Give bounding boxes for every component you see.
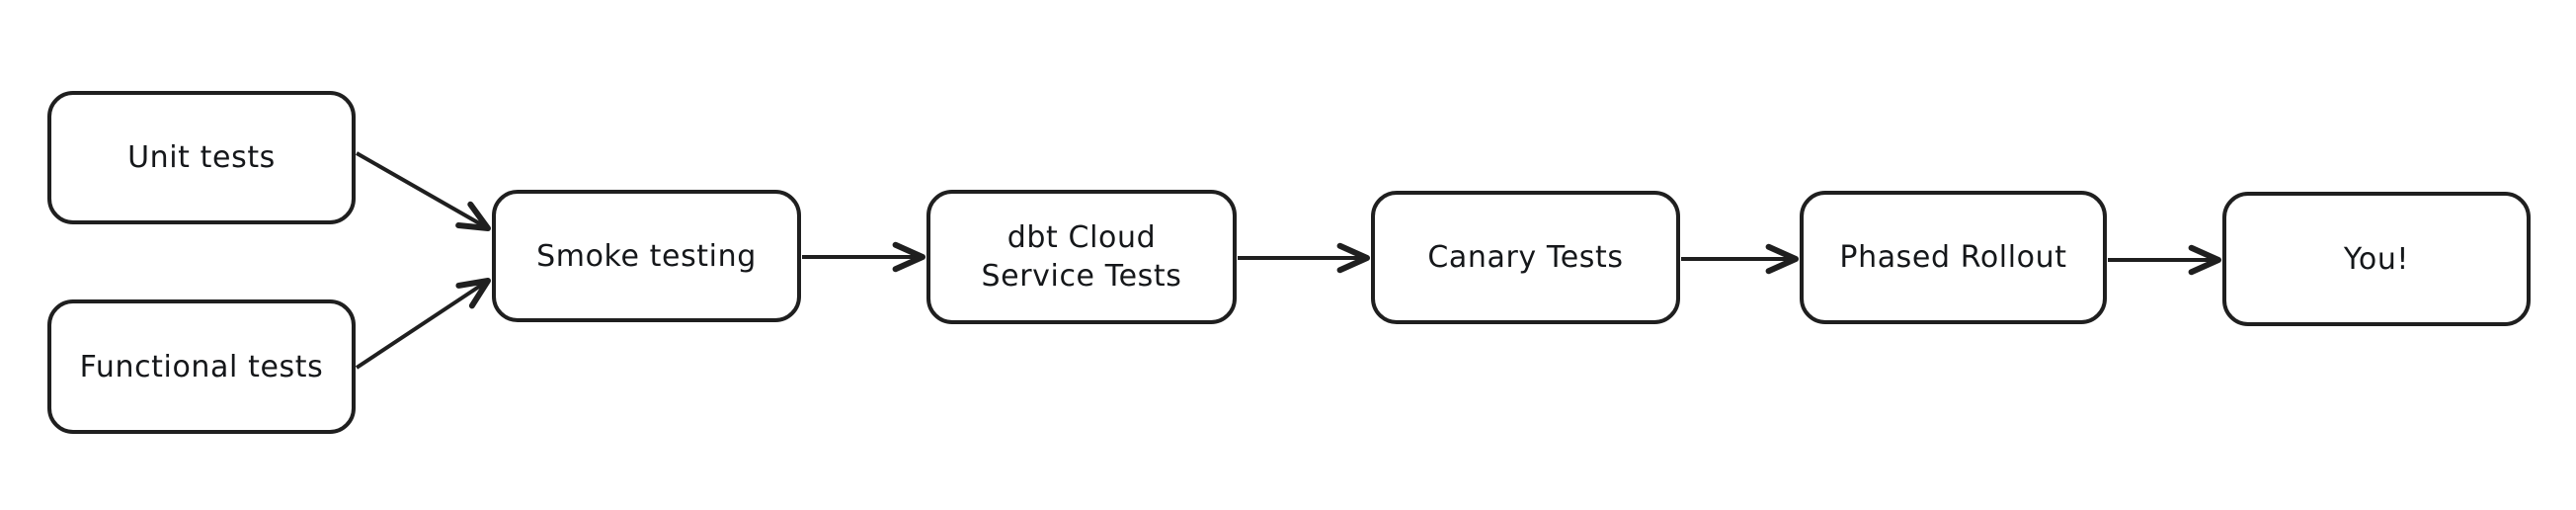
node-functional-tests[interactable]: Functional tests: [47, 299, 356, 434]
node-you[interactable]: You!: [2222, 192, 2531, 326]
arrowhead-icon: [892, 241, 926, 273]
node-dbt-cloud-service-tests-label: dbt Cloud Service Tests: [981, 220, 1182, 294]
node-unit-tests-label: Unit tests: [127, 140, 276, 175]
edge-functional-to-smoke: [355, 278, 491, 370]
arrowhead-icon: [455, 278, 491, 309]
node-you-label: You!: [2343, 241, 2410, 277]
edge-canary-to-phased: [1681, 243, 1799, 275]
node-phased-rollout[interactable]: Phased Rollout: [1800, 191, 2107, 324]
node-functional-tests-label: Functional tests: [79, 349, 324, 384]
arrowhead-icon: [2188, 244, 2221, 276]
node-smoke-testing-label: Smoke testing: [536, 238, 757, 274]
arrowhead-icon: [455, 201, 491, 231]
node-dbt-cloud-service-tests[interactable]: dbt Cloud Service Tests: [926, 190, 1237, 324]
arrowhead-icon: [1765, 243, 1799, 275]
node-phased-rollout-label: Phased Rollout: [1839, 240, 2067, 275]
node-smoke-testing[interactable]: Smoke testing: [492, 190, 801, 322]
node-canary-tests[interactable]: Canary Tests: [1371, 191, 1680, 324]
edge-smoke-to-dbt: [802, 241, 926, 273]
arrowhead-icon: [1336, 242, 1370, 274]
edge-unit-to-smoke: [356, 151, 491, 231]
node-unit-tests[interactable]: Unit tests: [47, 91, 356, 224]
node-canary-tests-label: Canary Tests: [1427, 240, 1624, 275]
edge-phased-to-you: [2108, 244, 2221, 276]
edge-dbt-to-canary: [1238, 242, 1370, 274]
